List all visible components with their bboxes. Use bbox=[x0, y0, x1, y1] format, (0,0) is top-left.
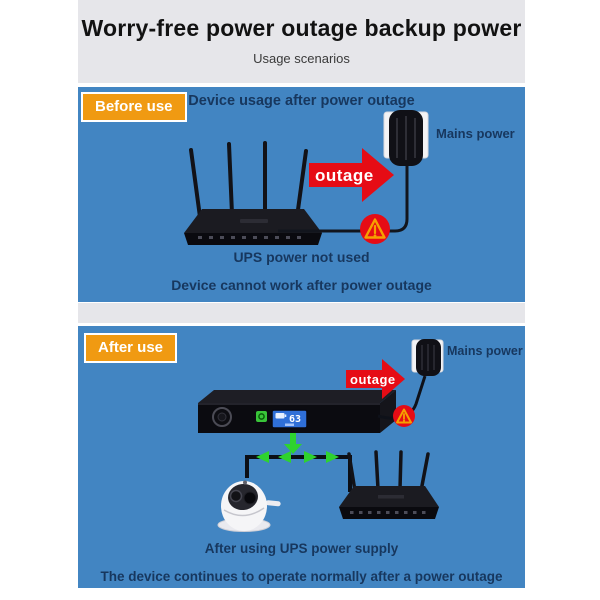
after-caption-1: After using UPS power supply bbox=[204, 541, 399, 556]
router-antennas bbox=[189, 141, 308, 219]
header: Worry-free power outage backup power Usa… bbox=[78, 0, 525, 83]
power-cable bbox=[278, 166, 409, 233]
camera-ir-led bbox=[229, 489, 243, 503]
camera-illustration bbox=[217, 480, 281, 532]
before-use-panel: outage Mains power Before use Device usa… bbox=[78, 87, 525, 302]
ups-status-led bbox=[256, 411, 267, 422]
page-subtitle: Usage scenarios bbox=[253, 51, 350, 66]
camera-lens bbox=[243, 491, 257, 505]
power-flow-arrows-icon bbox=[256, 433, 339, 463]
outage-arrow-icon: outage bbox=[309, 148, 394, 202]
after-caption-2: The device continues to operate normally… bbox=[100, 569, 503, 584]
outage-label: outage bbox=[315, 166, 374, 185]
before-caption-1: UPS power not used bbox=[233, 249, 370, 265]
mains-adapter-icon bbox=[389, 110, 423, 166]
ups-illustration: 63 bbox=[198, 390, 396, 433]
ups-lcd-display: 63 bbox=[271, 409, 308, 429]
power-distribution-cable bbox=[245, 455, 352, 492]
warning-icon bbox=[360, 214, 390, 244]
mains-power-label: Mains power bbox=[447, 344, 523, 358]
after-use-panel: 63 outage Mains power bbox=[78, 326, 525, 588]
warning-icon bbox=[393, 405, 415, 427]
router-led-row bbox=[350, 511, 426, 514]
router-illustration bbox=[184, 141, 322, 245]
before-use-badge: Before use bbox=[81, 92, 187, 122]
router-led-row bbox=[198, 236, 301, 239]
before-use-heading: Device usage after power outage bbox=[188, 93, 415, 109]
mains-power-label: Mains power bbox=[436, 126, 515, 141]
mains-adapter-icon bbox=[416, 339, 441, 376]
router-illustration bbox=[339, 450, 439, 519]
page-title: Worry-free power outage backup power bbox=[81, 15, 522, 41]
after-use-diagram: 63 outage Mains power bbox=[198, 339, 523, 532]
panel-divider bbox=[78, 303, 525, 323]
router-antennas bbox=[347, 450, 430, 493]
outage-arrow-icon: outage bbox=[346, 359, 405, 399]
before-use-diagram: outage Mains power bbox=[184, 110, 515, 245]
after-use-badge: After use bbox=[84, 333, 178, 363]
outage-label: outage bbox=[350, 372, 396, 387]
ups-battery-percent: 63 bbox=[289, 414, 301, 425]
before-caption-2: Device cannot work after power outage bbox=[171, 277, 432, 293]
